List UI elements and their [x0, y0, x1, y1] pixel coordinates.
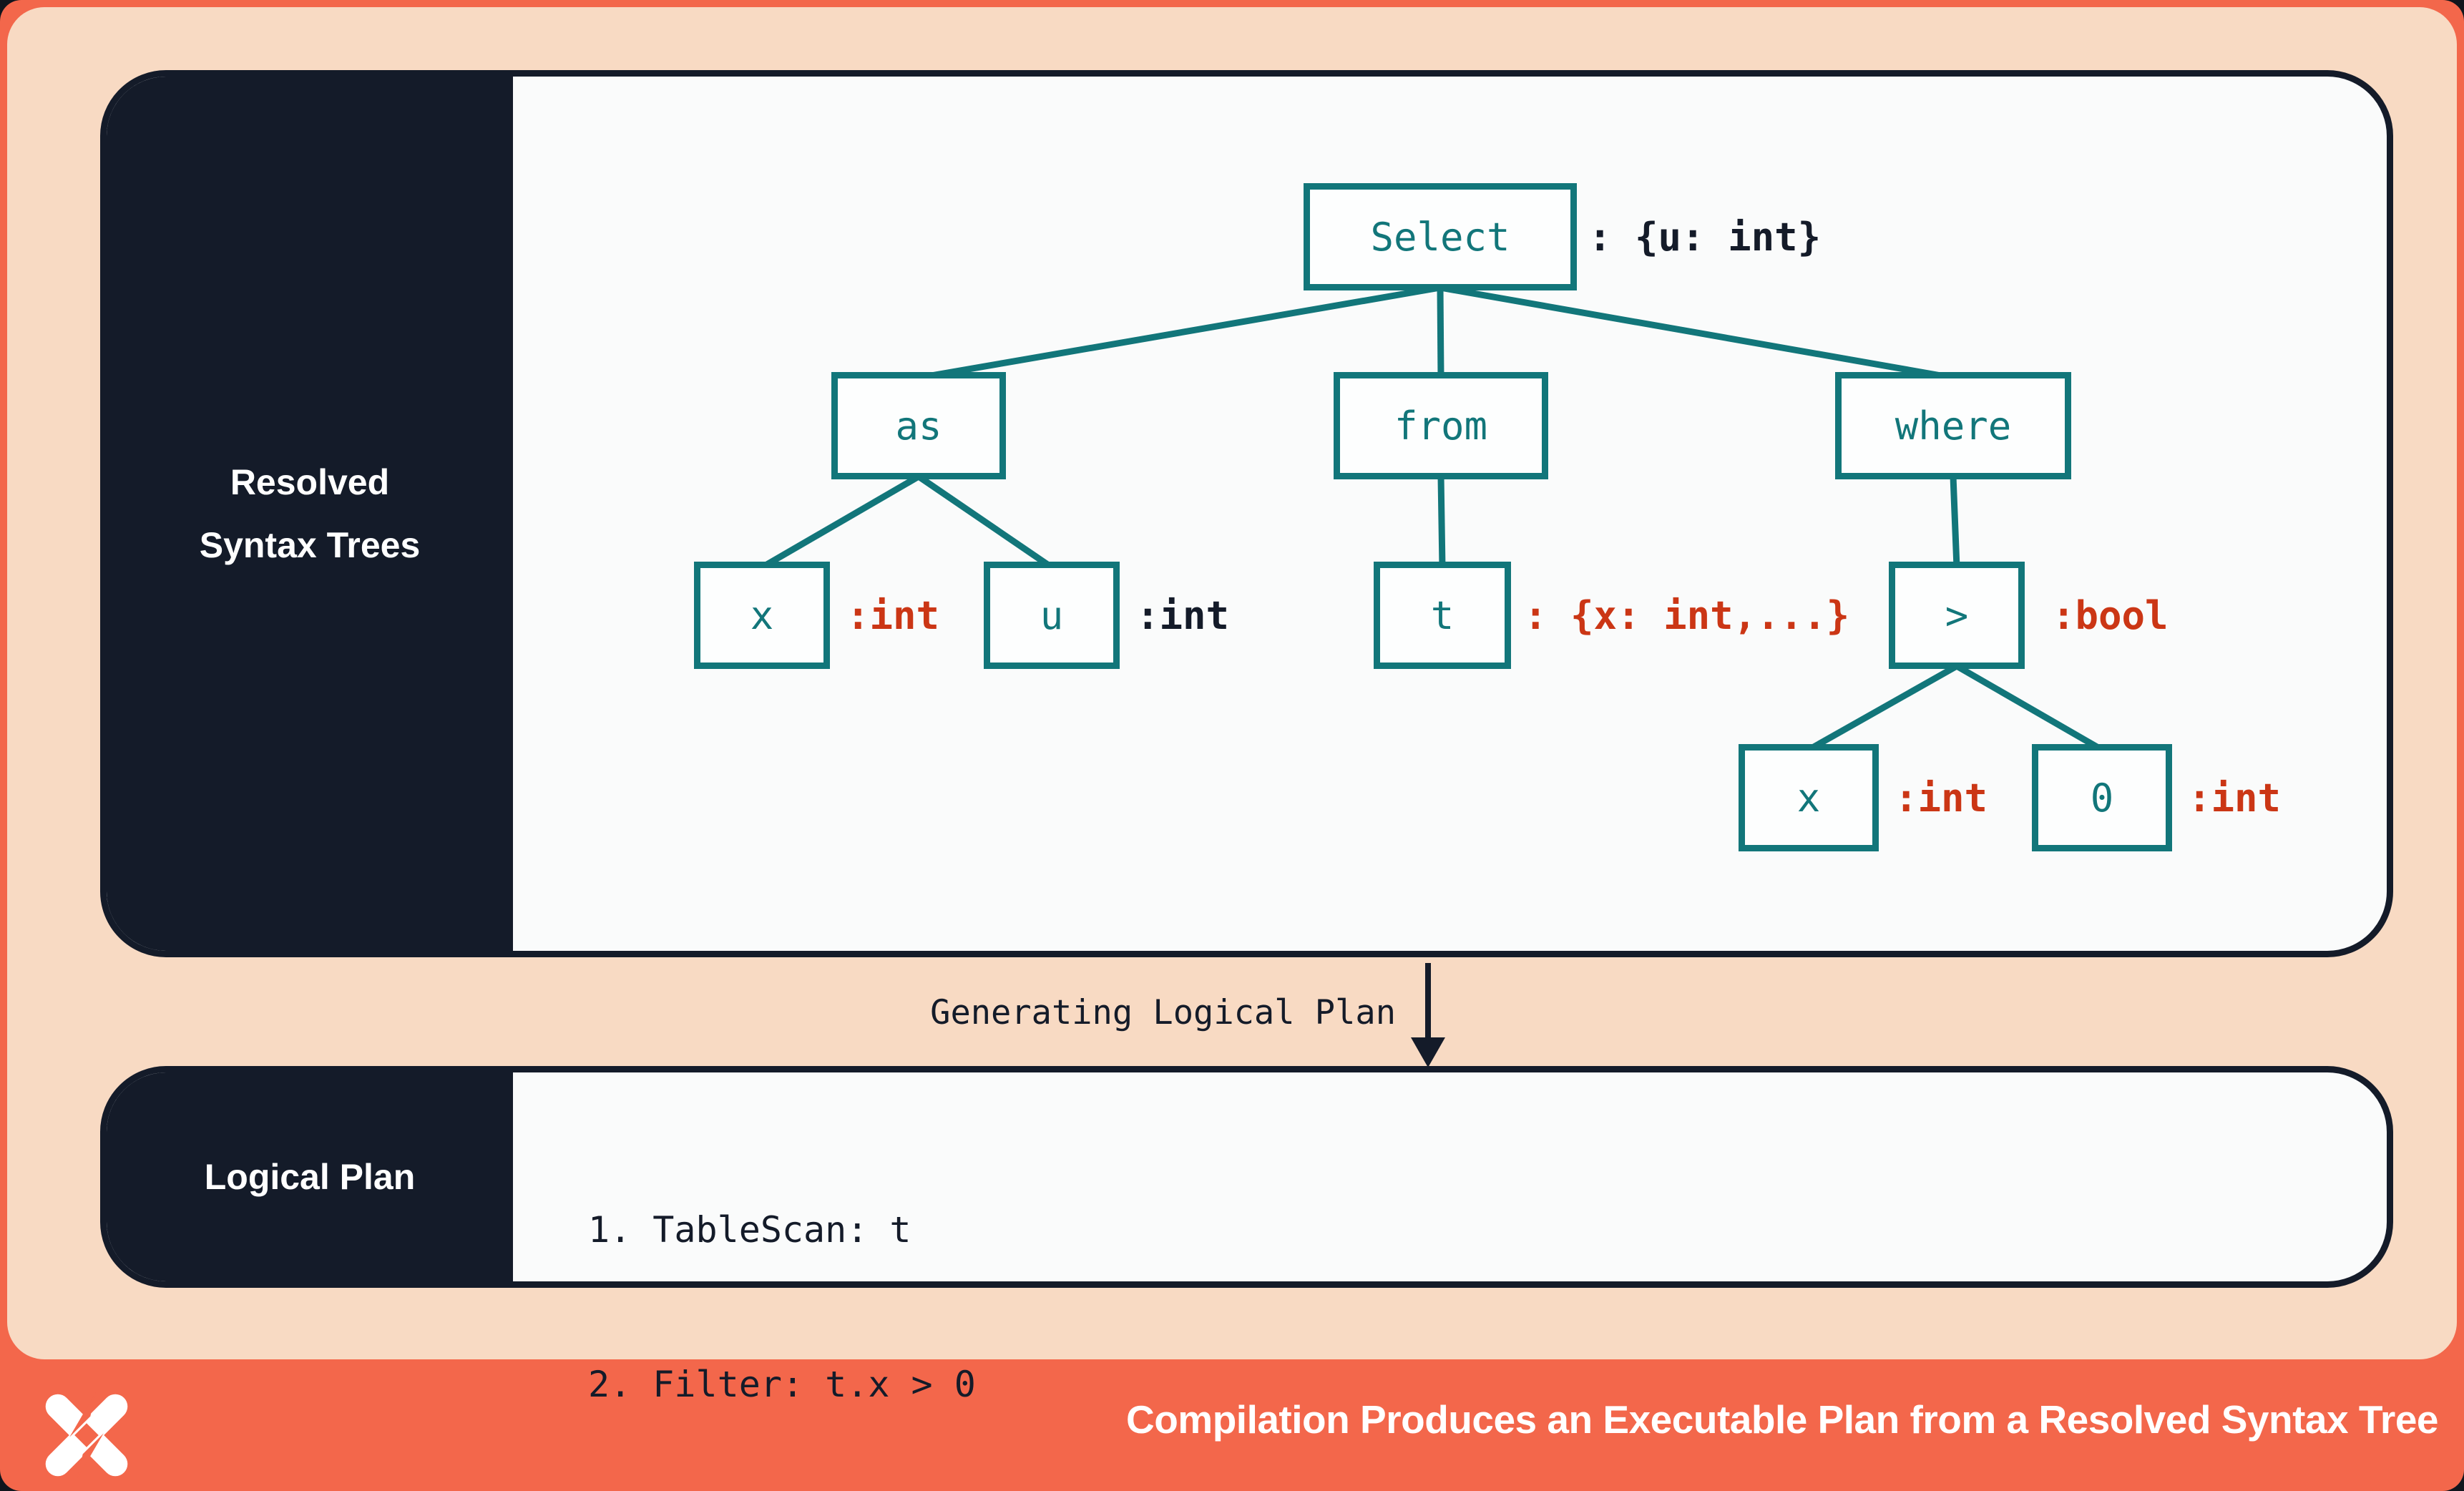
annotation-x-operand-type: :int: [1895, 775, 1988, 821]
tree-node-x-alias-label: x: [750, 592, 774, 638]
pinwheel-x-logo-icon: [45, 1392, 128, 1479]
annotation-u-alias-type: :int: [1136, 592, 1230, 638]
resolved-panel-title: Resolved Syntax Trees: [200, 451, 421, 577]
annotation-select-type: : {u: int}: [1588, 214, 1822, 260]
tree-node-zero-operand-label: 0: [2090, 775, 2114, 821]
transition-label: Generating Logical Plan: [930, 993, 1396, 1032]
resolved-syntax-trees-panel: Resolved Syntax Trees: [100, 70, 2393, 957]
resolved-panel-sidebar: Resolved Syntax Trees: [107, 77, 513, 951]
resolved-panel-title-line1: Resolved: [230, 462, 390, 502]
tree-node-x-operand: x: [1739, 744, 1879, 851]
tree-node-select-label: Select: [1370, 214, 1510, 260]
resolved-panel-title-line2: Syntax Trees: [199, 525, 421, 565]
tree-node-u-alias: u: [984, 562, 1120, 669]
tree-node-from-label: from: [1394, 403, 1488, 449]
logical-plan-panel: Logical Plan: [100, 1066, 2393, 1288]
tree-node-from: from: [1334, 372, 1548, 479]
tree-node-greater-than: >: [1889, 562, 2025, 669]
logical-panel-title: Logical Plan: [204, 1157, 416, 1197]
tree-node-select: Select: [1304, 183, 1577, 290]
down-arrow-icon: [1411, 1037, 1445, 1067]
down-arrow-line: [1425, 963, 1431, 1042]
tree-node-where: where: [1835, 372, 2071, 479]
logical-plan-steps: 1. TableScan: t 2. Filter: t.x > 0 3. Pr…: [588, 1101, 1083, 1491]
annotation-zero-operand-type: :int: [2188, 775, 2282, 821]
annotation-t-table-type: : {x: int,...}: [1524, 592, 1850, 638]
tree-node-u-alias-label: u: [1040, 592, 1064, 638]
tree-node-zero-operand: 0: [2032, 744, 2172, 851]
annotation-x-alias-type: :int: [846, 592, 940, 638]
tree-node-as: as: [831, 372, 1006, 479]
tree-node-as-label: as: [895, 403, 942, 449]
tree-node-x-alias: x: [694, 562, 830, 669]
tree-node-t-table: t: [1374, 562, 1511, 669]
logical-panel-sidebar: Logical Plan: [107, 1072, 513, 1281]
logical-plan-step: 1. TableScan: t: [588, 1209, 911, 1251]
tree-node-x-operand-label: x: [1796, 775, 1821, 821]
tree-node-greater-than-label: >: [1945, 592, 1969, 638]
footer-bar: Compilation Produces an Executable Plan …: [0, 1359, 2464, 1491]
tree-node-t-table-label: t: [1430, 592, 1455, 638]
tree-node-where-label: where: [1895, 403, 2012, 449]
logical-plan-step: 2. Filter: t.x > 0: [588, 1364, 976, 1405]
footer-title: Compilation Produces an Executable Plan …: [1125, 1397, 2439, 1442]
annotation-greater-than-type: :bool: [2052, 592, 2169, 638]
